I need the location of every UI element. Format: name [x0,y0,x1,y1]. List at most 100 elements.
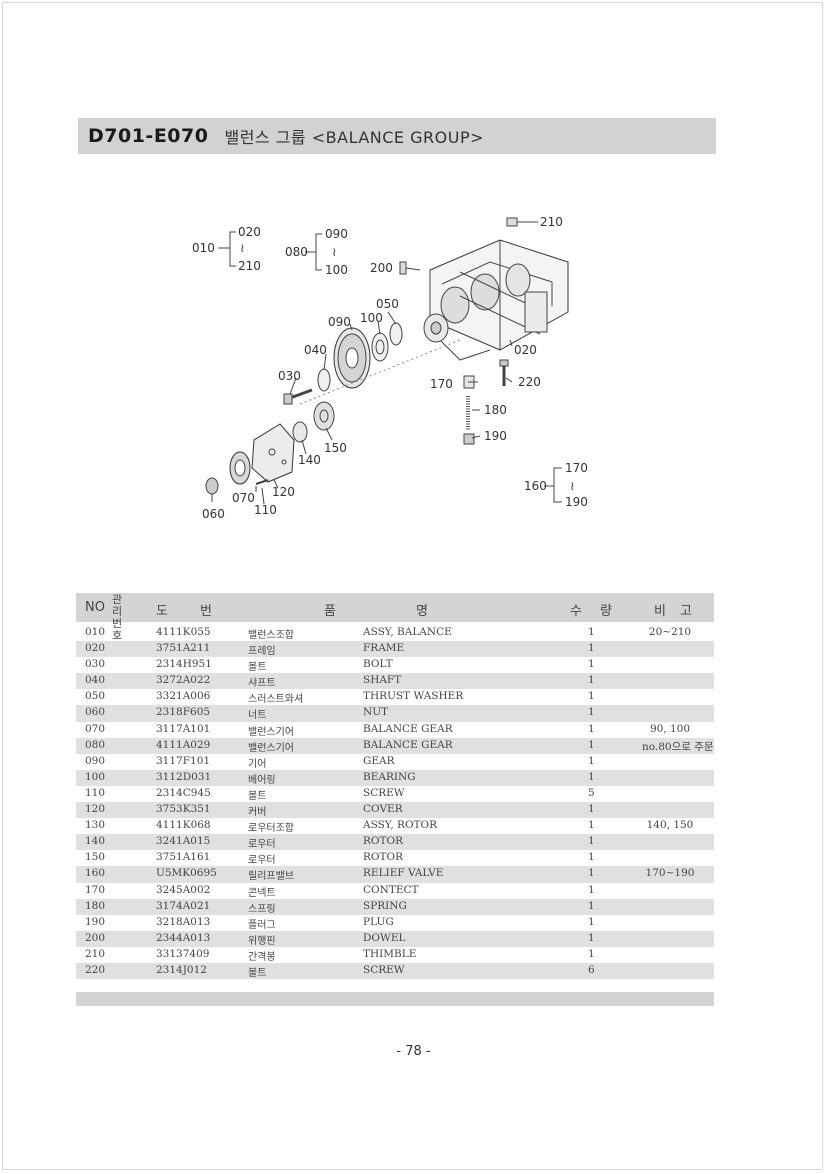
label-190-bracket: 190 [565,495,588,509]
cell-kor: 릴리프밸브 [248,871,294,883]
cell-eng: THIMBLE [363,947,417,960]
cell-kor: 위행핀 [248,935,276,947]
cell-no: 030 [85,658,106,671]
cell-eng: PLUG [363,915,394,928]
cell-remark: 20~210 [648,626,692,638]
cell-part: 2344A013 [156,931,211,944]
cell-no: 010 [85,626,106,638]
cell-part: 3174A021 [156,899,211,912]
label-tilde-1: ≀ [240,241,245,255]
cell-kor: 간격봉 [248,951,276,963]
cell-remark: no.80으로 주문 [642,740,714,753]
cell-qty: 1 [588,754,595,767]
cell-qty: 1 [588,626,595,638]
cell-eng: SCREW [363,963,405,976]
cell-kor: 로우터 [248,839,276,851]
cell-no: 210 [85,947,106,960]
label-160: 160 [524,479,547,493]
cell-qty: 1 [588,915,595,928]
cell-eng: SHAFT [363,674,402,687]
cell-part: 3117F101 [156,754,211,767]
cell-no: 190 [85,915,106,928]
label-110: 110 [254,503,277,517]
label-070: 070 [232,491,255,505]
cell-no: 100 [85,770,106,783]
page-number: - 78 - [396,1044,431,1059]
cell-eng: SCREW [363,786,405,799]
cell-kor: 기어 [248,758,267,770]
label-190-part: 190 [484,429,507,443]
cell-kor: 커버 [248,807,267,819]
label-090-gear: 090 [328,315,351,329]
cell-qty: 5 [588,786,595,799]
model-code: D701-E070 [88,125,209,147]
label-100-top: 100 [325,263,348,277]
cell-kor: 플러그 [248,919,276,931]
cell-no: 020 [85,642,106,655]
cell-kor: 프레임 [248,646,276,658]
label-180: 180 [484,403,507,417]
label-020-frame: 020 [514,343,537,357]
cell-eng: ROTOR [363,835,404,848]
cell-eng: BALANCE GEAR [363,738,453,751]
cell-no: 090 [85,754,106,767]
cell-kor: 너트 [248,710,267,722]
label-140: 140 [298,453,321,467]
header-name-b: 명 [416,604,428,619]
cell-no: 150 [85,851,106,864]
exploded-parts-diagram: 020 010 ≀ 210 090 080 ≀ 100 210 200 050 … [192,215,588,521]
cell-part: 3241A015 [156,835,211,848]
header-qty-a: 수 [570,604,582,619]
cell-kor: 샤프트 [248,678,276,690]
cell-eng: RELIEF VALVE [363,867,444,880]
cell-qty: 1 [588,851,595,864]
cell-no: 080 [85,738,106,751]
cell-kor: 볼트 [248,967,267,979]
cell-part: 3751A211 [156,642,211,655]
header-name-a: 품 [324,604,336,619]
cell-kor: 밸런스기어 [248,726,294,738]
cell-kor: 밸런스기어 [248,742,294,754]
cell-remark: 170~190 [645,867,695,880]
cell-kor: 스러스트와셔 [248,694,304,706]
label-210-thimble: 210 [540,215,563,229]
cell-part: 3245A002 [156,883,211,896]
cell-eng: DOWEL [363,931,406,944]
cell-part: 3272A022 [156,674,211,687]
cell-eng: NUT [363,706,389,719]
cell-no: 120 [85,803,106,816]
label-tilde-2: ≀ [332,245,337,259]
label-100-bearing: 100 [360,311,383,325]
label-tilde-3: ≀ [570,479,575,493]
cell-qty: 1 [588,690,595,703]
cell-qty: 1 [588,722,595,735]
cell-qty: 1 [588,738,595,751]
label-120: 120 [272,485,295,499]
label-150: 150 [324,441,347,455]
header-drawing-b: 번 [200,604,212,619]
cell-no: 060 [85,706,106,719]
cell-no: 220 [85,963,106,976]
cell-kor: 밸런스조합 [248,630,294,641]
label-060: 060 [202,507,225,521]
cell-no: 050 [85,690,106,703]
header-mgmt-no: 관리번호 [111,593,123,642]
cell-eng: ASSY, BALANCE [363,626,452,638]
cell-part: 3753K351 [156,803,211,816]
